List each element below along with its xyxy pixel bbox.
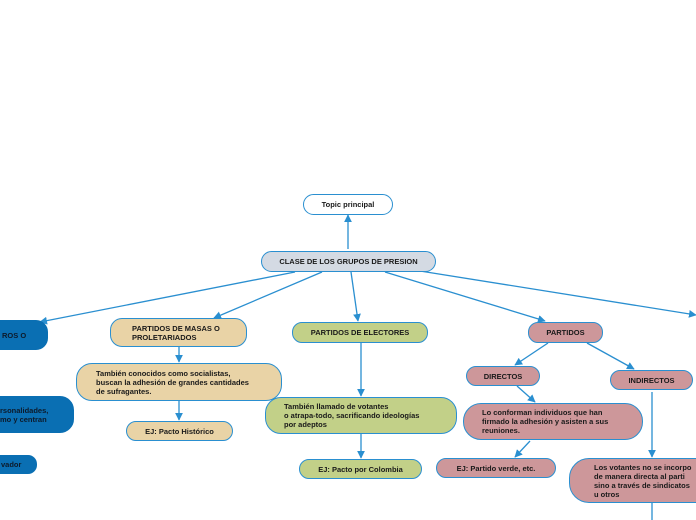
topic-principal-node[interactable]: Topic principal: [303, 194, 393, 215]
link-partidos-indirectos: [586, 342, 635, 370]
left-partial-node-2[interactable]: rsonalidades, mo y centran: [0, 396, 74, 433]
link-directosdesc-ej: [514, 440, 531, 458]
root-node[interactable]: CLASE DE LOS GRUPOS DE PRESION: [261, 251, 436, 272]
indirectos-desc-node[interactable]: Los votantes no se incorpo de manera dir…: [569, 458, 696, 503]
directos-ej-node[interactable]: EJ: Partido verde, etc.: [436, 458, 556, 478]
link-root-electores: [350, 271, 361, 322]
partidos-masas-ej-node[interactable]: EJ: Pacto Histórico: [126, 421, 233, 441]
link-root-masas: [213, 271, 323, 319]
partidos-masas-desc-node[interactable]: También conocidos como socialistas, busc…: [76, 363, 282, 401]
partidos-node[interactable]: PARTIDOS: [528, 322, 603, 343]
partidos-masas-node[interactable]: PARTIDOS DE MASAS O PROLETARIADOS: [110, 318, 247, 347]
partidos-electores-desc-node[interactable]: También llamado de votantes o atrapa-tod…: [265, 397, 457, 434]
directos-node[interactable]: DIRECTOS: [466, 366, 540, 386]
indirectos-node[interactable]: INDIRECTOS: [610, 370, 693, 390]
link-root-left: [39, 271, 296, 325]
left-partial-node-1[interactable]: ROS O: [0, 320, 48, 350]
partidos-electores-ej-node[interactable]: EJ: Pacto por Colombia: [299, 459, 422, 479]
directos-desc-node[interactable]: Lo conforman individuos que han firmado …: [463, 403, 643, 440]
left-partial-node-3[interactable]: vador: [0, 455, 37, 474]
link-root-partidos: [384, 271, 546, 323]
link-partidos-directos: [514, 342, 549, 366]
link-root-right: [419, 270, 696, 318]
partidos-electores-node[interactable]: PARTIDOS DE ELECTORES: [292, 322, 428, 343]
link-directos-desc: [516, 385, 536, 403]
